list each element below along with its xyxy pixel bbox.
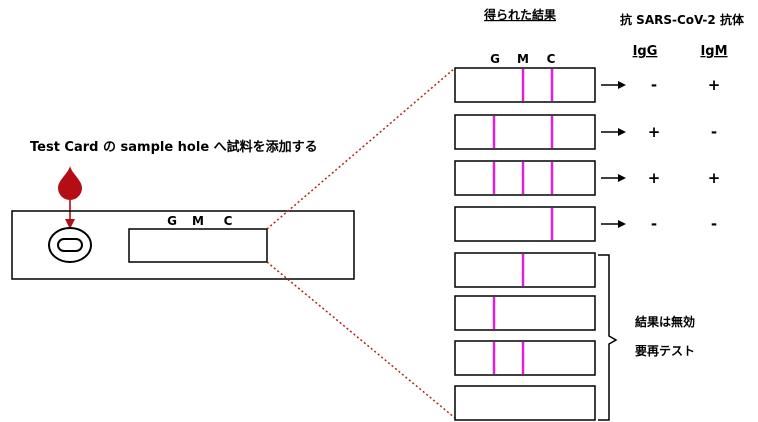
- valid-4-strip: --: [454, 206, 717, 242]
- sample-hole-outer: [48, 227, 92, 263]
- valid-3-strip-outline: [454, 160, 596, 196]
- igm-result: +: [708, 169, 721, 187]
- retest-text: 要再テスト: [635, 343, 695, 358]
- valid-4-strip-outline: [454, 206, 596, 242]
- igg-result: +: [648, 169, 661, 187]
- invalid-4-strip: [454, 385, 596, 421]
- igg-result: -: [651, 215, 657, 233]
- invalid-4-strip-outline: [454, 385, 596, 421]
- column-igg: IgG: [633, 44, 658, 59]
- igm-result: -: [711, 215, 717, 233]
- instruction-text: Test Card の sample hole へ試料を添加する: [30, 139, 318, 155]
- igm-result: +: [708, 76, 721, 94]
- valid-3-strip: ++: [454, 160, 721, 196]
- invalid-brace-icon: [598, 254, 618, 421]
- strip-label-c: C: [547, 52, 556, 66]
- igg-result: +: [648, 123, 661, 141]
- result-arrow-icon: [618, 174, 626, 182]
- invalid-2-strip: [454, 295, 596, 331]
- zoom-line-top: [266, 67, 456, 230]
- sample-hole: [57, 238, 83, 252]
- valid-2-strip-outline: [454, 114, 596, 150]
- valid-2-strip: +-: [454, 114, 717, 150]
- valid-1-strip: -+: [454, 67, 721, 103]
- igg-result: -: [651, 76, 657, 94]
- valid-1-strip-outline: [454, 67, 596, 103]
- result-strips: -++-++--: [454, 67, 721, 421]
- zoom-line-bottom: [266, 261, 456, 419]
- antibody-header: 抗 SARS-CoV-2 抗体: [620, 12, 745, 27]
- invalid-1-strip: [454, 252, 596, 288]
- result-arrow-icon: [618, 81, 626, 89]
- result-arrow-icon: [618, 128, 626, 136]
- blood-drop-icon: [58, 166, 82, 200]
- invalid-2-strip-outline: [454, 295, 596, 331]
- drop-arrow-head-icon: [65, 219, 75, 229]
- card-label-m: M: [192, 214, 204, 228]
- card-label-c: C: [224, 214, 233, 228]
- result-arrow-icon: [618, 220, 626, 228]
- igm-result: -: [711, 123, 717, 141]
- strip-label-m: M: [517, 52, 529, 66]
- invalid-result-text: 結果は無効: [635, 314, 695, 329]
- results-header: 得られた結果: [483, 7, 556, 22]
- column-igm: IgM: [700, 44, 727, 59]
- invalid-3-strip-outline: [454, 340, 596, 376]
- invalid-3-strip: [454, 340, 596, 376]
- test-card: [11, 210, 355, 280]
- card-label-g: G: [167, 214, 177, 228]
- card-result-window: [128, 228, 268, 263]
- strip-label-g: G: [490, 52, 500, 66]
- invalid-1-strip-outline: [454, 252, 596, 288]
